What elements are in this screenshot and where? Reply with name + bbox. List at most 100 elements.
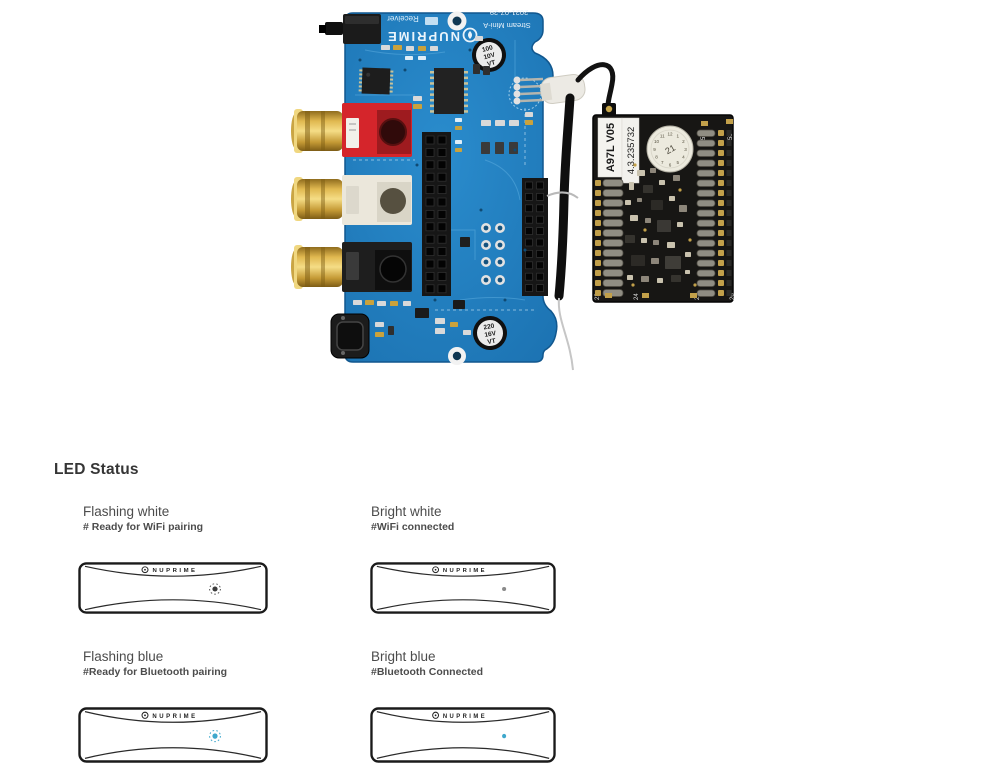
device-top-curve — [84, 565, 262, 577]
svg-text:3: 3 — [684, 147, 687, 152]
antenna-cable — [575, 62, 616, 109]
led-item-bright-white: Bright white #WiFi connected NUPRIME — [370, 503, 671, 614]
device-body — [78, 562, 268, 614]
ic-chip-soic — [430, 68, 468, 114]
optical-connector-red — [342, 103, 412, 157]
device-bottom-curve — [84, 747, 262, 759]
svg-text:5: 5 — [676, 160, 679, 165]
pad-grid — [481, 223, 505, 285]
antenna-wire-thin — [557, 297, 574, 371]
module-label-1-text: A97L V05 — [605, 123, 617, 172]
device-body — [370, 562, 556, 614]
antenna-assembly — [513, 62, 616, 371]
pin-label-26: 26 — [730, 293, 736, 300]
pcb-silkscreen-lines — [353, 108, 535, 311]
product-photo: NUPRIME Receiver Stream Mini-A 2021-07-2… — [291, 8, 736, 371]
capacitor-220uf: 220 16V VT — [473, 316, 507, 350]
svg-text:7: 7 — [661, 160, 664, 165]
device-logo-text: NUPRIME — [152, 713, 197, 720]
mounting-hole-top — [447, 11, 467, 31]
module-label-2-text: 4.3.235732 — [626, 127, 637, 175]
svg-text:9: 9 — [653, 147, 656, 152]
pcb-brand-text: NUPRIME — [386, 29, 460, 44]
device-front-illustration: NUPRIME — [78, 707, 268, 763]
led-bright-white — [502, 586, 507, 591]
device-front-illustration: NUPRIME — [78, 562, 268, 614]
stamp-center-text: 21 — [663, 143, 677, 157]
antenna-pads — [513, 76, 521, 105]
pin-header-1-holes — [425, 135, 447, 294]
device-logo: NUPRIME — [432, 566, 485, 574]
svg-text:2: 2 — [682, 139, 685, 144]
module-antenna-socket — [602, 103, 616, 116]
pad-57 — [701, 121, 708, 126]
pin-header-2-holes — [525, 181, 544, 293]
svg-text:11: 11 — [660, 133, 665, 138]
pcb-date-text: 2021-07-29 — [490, 8, 528, 17]
led-bright-blue — [502, 733, 507, 739]
module-smd-components — [625, 163, 697, 287]
led-item-bright-blue: Bright blue #Bluetooth Connected NUPRIME — [370, 648, 671, 763]
pcb-brand-logo-swirl-icon — [468, 31, 472, 39]
svg-text:12: 12 — [667, 131, 673, 136]
usb-c-port — [330, 313, 370, 359]
svg-text:1: 1 — [676, 133, 679, 138]
pcb-model-text: Stream Mini-A — [483, 21, 531, 30]
led-state-label: Flashing white — [83, 504, 170, 519]
led-state-label: Bright blue — [371, 649, 436, 664]
optical-connector-black — [342, 242, 412, 292]
device-bottom-curve — [376, 599, 550, 611]
trigger-button — [319, 14, 381, 44]
rca-jack-2 — [291, 177, 343, 221]
led-status-title: LED Status — [54, 461, 139, 478]
device-bottom-curve — [376, 747, 550, 759]
cap1-line1: 100 — [481, 44, 494, 54]
pcb-receiver-text: Receiver — [387, 14, 419, 23]
device-body — [370, 707, 556, 763]
cap1-line3: VT — [486, 59, 496, 68]
device-top-curve — [376, 565, 550, 577]
led-item-flashing-white: Flashing white # Ready for WiFi pairing … — [78, 503, 383, 614]
module-pins — [595, 129, 732, 298]
pad-58 — [726, 119, 733, 124]
cap2-line3: VT — [487, 338, 496, 346]
cap1-line2: 10V — [483, 51, 497, 61]
device-top-curve — [84, 711, 262, 723]
capacitor-100uf: 100 10V VT — [472, 38, 506, 72]
led-flashing-blue — [209, 729, 221, 743]
rca-jack-1 — [291, 109, 343, 153]
device-body — [78, 707, 268, 763]
led-state-description: #Ready for Bluetooth pairing — [83, 666, 228, 678]
ic-pins — [430, 71, 468, 113]
rca-jack-3 — [291, 245, 343, 289]
pin-label-23: 23 — [595, 293, 601, 300]
ic-chip-small — [358, 67, 394, 95]
antenna-pins — [519, 77, 544, 103]
device-logo: NUPRIME — [141, 566, 197, 574]
led-state-description: #Bluetooth Connected — [371, 666, 483, 678]
module-label-1: A97L V05 — [597, 117, 623, 178]
led-flashing-white — [209, 583, 221, 595]
mounting-hole-bottom — [448, 347, 466, 365]
svg-text:4: 4 — [682, 155, 685, 160]
smd-components — [351, 36, 533, 337]
cap2-line2: 16V — [484, 330, 497, 339]
device-front-illustration: NUPRIME — [370, 562, 556, 614]
pin-label-24: 24 — [634, 293, 640, 300]
svg-text:6: 6 — [669, 162, 672, 167]
svg-text:10: 10 — [654, 139, 660, 144]
cap2-line1: 220 — [483, 323, 495, 332]
device-logo-text: NUPRIME — [152, 568, 197, 574]
led-state-label: Bright white — [371, 504, 442, 519]
device-top-curve — [376, 711, 550, 723]
svg-text:8: 8 — [655, 155, 658, 160]
led-state-description: #WiFi connected — [371, 521, 455, 533]
pcb-brand-logo-icon — [462, 27, 478, 43]
optical-connector-white — [342, 175, 412, 225]
metal-clip — [546, 191, 579, 199]
pin-label-58: 58 — [728, 133, 734, 140]
